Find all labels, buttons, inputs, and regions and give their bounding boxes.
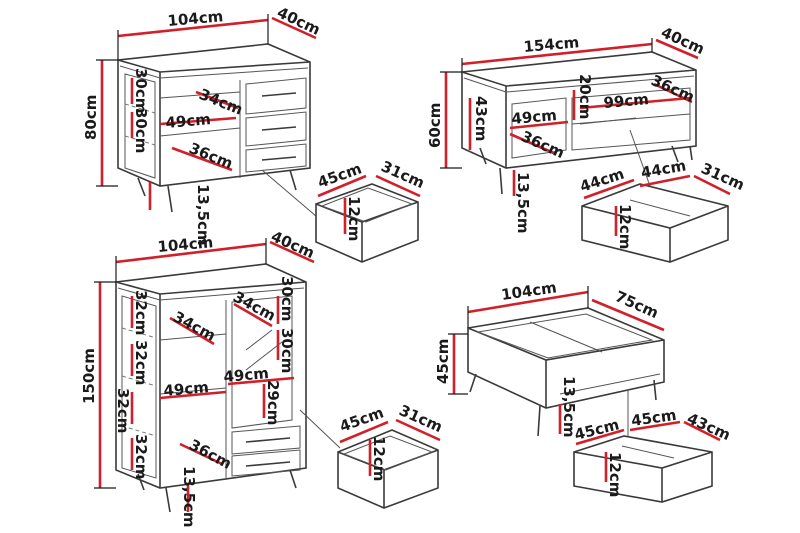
highboard-shelf-4-label: 32cm: [132, 434, 150, 479]
coffee-table-depth-label: 75cm: [612, 287, 661, 322]
sideboard-shelf-top-label: 30cm: [132, 68, 150, 113]
highboard-shelf-1-label: 32cm: [132, 290, 150, 335]
tv-bench-inner-width-right-label: 99cm: [603, 90, 650, 112]
tv-bench-width-label: 154cm: [523, 33, 580, 56]
highboard-drawer-width-label: 45cm: [337, 403, 386, 435]
tv-bench-drawer-depth-label: 31cm: [698, 159, 747, 194]
highboard-shelf-2-label: 32cm: [132, 340, 150, 385]
coffee-table-drawer-depth-label: 43cm: [684, 409, 733, 444]
tv-bench-top-gap-label: 20cm: [576, 74, 594, 119]
sideboard-shelf-mid-label: 30cm: [132, 108, 150, 153]
highboard-right-shelf-2-label: 30cm: [278, 328, 296, 373]
highboard-shelf-3-label: 32cm: [114, 388, 132, 433]
highboard-height-label: 150cm: [80, 348, 98, 404]
highboard-drawer-height-label: 12cm: [370, 436, 388, 481]
tv-bench-leg-height-label: 13,5cm: [514, 172, 532, 234]
coffee-table-drawer-height-label: 12cm: [606, 452, 624, 497]
highboard-leg-height-label: 13,5cm: [180, 466, 198, 528]
coffee-table-width-label: 104cm: [500, 278, 558, 304]
sideboard-inner-width-label: 49cm: [165, 110, 212, 132]
coffee-table-leg-height-label: 13,5cm: [560, 376, 578, 438]
tv-bench-drawer-height-label: 12cm: [616, 204, 634, 249]
tv-bench-inner-width-left-label: 49cm: [511, 106, 558, 128]
tv-bench-drawing: [440, 38, 731, 263]
highboard-right-shelf-3-label: 29cm: [264, 380, 282, 425]
tv-bench-height-label: 60cm: [426, 103, 444, 148]
coffee-table-drawer-width-b-label: 45cm: [630, 406, 677, 430]
highboard-right-shelf-1-label: 30cm: [278, 276, 296, 321]
sideboard-width-label: 104cm: [167, 7, 224, 30]
sideboard-leg-height-label: 13,5cm: [194, 184, 212, 246]
highboard-inner-width-left-label: 49cm: [163, 378, 210, 400]
tv-bench-inner-height-left-label: 43cm: [472, 96, 490, 141]
coffee-table-drawing: [448, 286, 721, 503]
sideboard-height-label: 80cm: [82, 95, 100, 140]
highboard-width-label: 104cm: [157, 233, 214, 256]
sideboard-drawer-height-label: 12cm: [345, 196, 363, 241]
highboard-inner-width-right-label: 49cm: [223, 364, 270, 386]
sideboard-depth-label: 40cm: [274, 3, 323, 39]
coffee-table-height-label: 45cm: [434, 339, 452, 384]
highboard-drawing: [94, 238, 441, 513]
sideboard-drawing: [96, 14, 421, 263]
highboard-depth-label: 40cm: [268, 227, 317, 262]
